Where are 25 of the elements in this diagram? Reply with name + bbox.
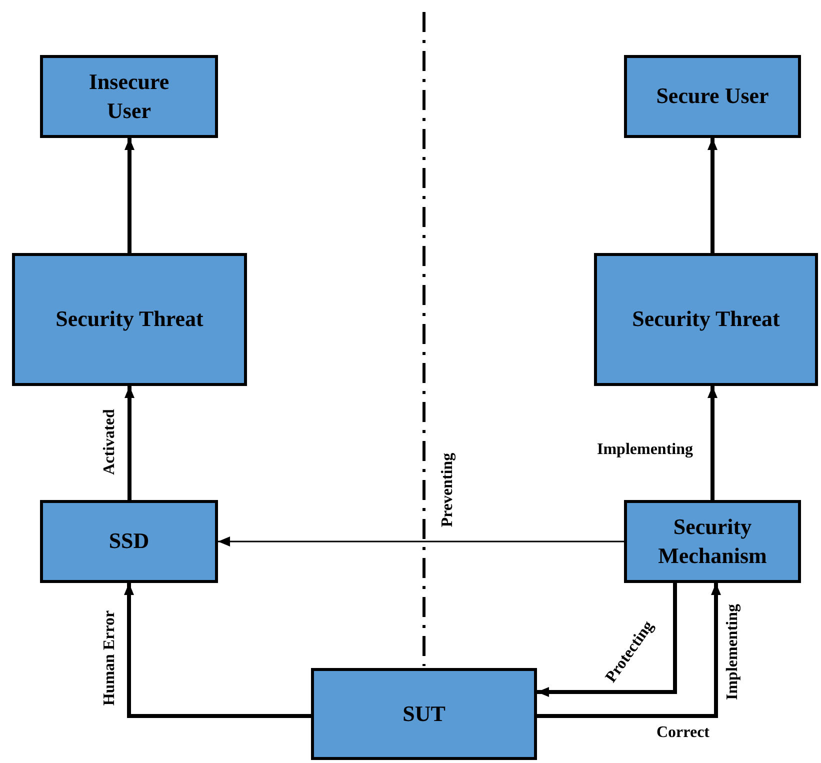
- mechanism-box: [624, 500, 801, 583]
- node-label: Security Threat: [632, 305, 780, 334]
- node-label: Security Threat: [56, 305, 204, 334]
- arrow: [124, 386, 134, 500]
- node-label: SSD: [108, 527, 150, 556]
- user-box: [40, 55, 218, 138]
- edge-label: Implementing: [724, 602, 742, 702]
- node-label: Insecure User: [88, 68, 170, 124]
- arrow: [708, 138, 718, 253]
- arrow: [124, 583, 311, 718]
- user-box: [624, 55, 801, 138]
- arrow: [537, 583, 677, 697]
- process-box: [40, 500, 218, 583]
- system-box: [311, 668, 537, 760]
- threat-box: [594, 253, 818, 386]
- node-label: Security Mechanism: [657, 512, 768, 570]
- arrow: [708, 386, 718, 500]
- arrow: [537, 583, 721, 718]
- arrow: [124, 138, 134, 253]
- edge-label: Implementing: [595, 441, 695, 459]
- node-label: Secure User: [656, 82, 769, 110]
- arrow: [218, 536, 624, 546]
- edge-label: Preventing: [439, 450, 457, 530]
- threat-box: [12, 253, 247, 386]
- node-label: SUT: [402, 700, 446, 728]
